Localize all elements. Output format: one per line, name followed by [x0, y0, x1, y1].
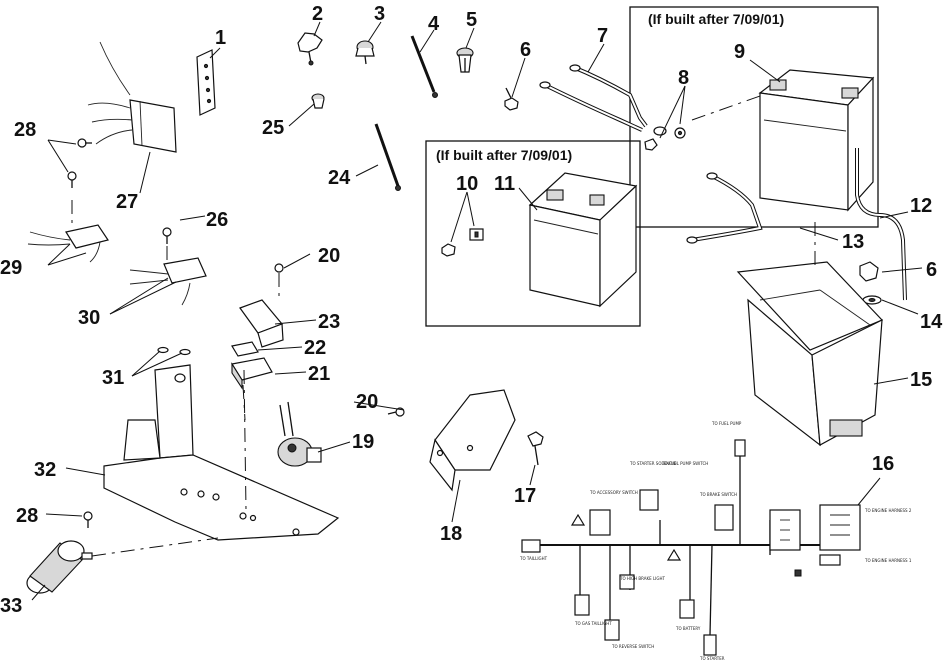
callout-numbers: 1 2 3 4 5 6 7 8 9 10 11 12 13 6 14 15 16…: [0, 3, 943, 617]
part-16-wire-harness: TO ACCESSORY SWITCH TO STARTER SOLENOID …: [519, 421, 912, 661]
callout-28b: 28: [16, 505, 38, 527]
part-14-washer: [862, 295, 882, 305]
callout-20b: 20: [356, 391, 378, 413]
part-31-washers: [157, 346, 191, 356]
callout-16: 16: [872, 453, 894, 475]
callout-1: 1: [215, 27, 226, 49]
callout-8: 8: [678, 67, 689, 89]
callout-23: 23: [318, 311, 340, 333]
part-20-bolt-top: [274, 263, 284, 300]
part-6-bolt-top: [504, 87, 519, 111]
callout-30: 30: [78, 307, 100, 329]
callout-13: 13: [842, 231, 864, 253]
harness-label-engine-2: TO ENGINE HARNESS 2: [864, 508, 912, 513]
callout-12: 12: [910, 195, 932, 217]
part-7-battery-cable: [539, 64, 667, 136]
part-28-screw-top: [67, 138, 92, 188]
part-13-battery-cable-negative: [686, 172, 763, 244]
inset-frame-lower: [425, 140, 641, 327]
part-27-cdi-module: [87, 41, 177, 153]
harness-label-gas-taillight: TO GAS TAILLIGHT: [574, 621, 612, 626]
part-2-clip: [297, 32, 323, 66]
harness-label-starter: TO STARTER: [699, 656, 725, 661]
part-28-screw-bottom: [83, 511, 93, 528]
harness-label-taillight: TO TAILLIGHT: [519, 556, 548, 561]
callout-26: 26: [206, 209, 228, 231]
callout-22: 22: [304, 337, 326, 359]
callout-9: 9: [734, 41, 745, 63]
part-29-regulator: [27, 200, 109, 263]
callout-5: 5: [466, 9, 477, 31]
callout-18: 18: [440, 523, 462, 545]
part-30-relay: [129, 257, 207, 306]
callout-3: 3: [374, 3, 385, 25]
callout-25: 25: [262, 117, 284, 139]
callout-27: 27: [116, 191, 138, 213]
part-12-vent-hose: [855, 148, 907, 301]
callout-2: 2: [312, 3, 323, 25]
callout-29: 29: [0, 257, 22, 279]
callout-11: 11: [494, 173, 515, 195]
harness-label-reverse: TO REVERSE SWITCH: [611, 644, 654, 649]
part-33-capacitor: [26, 537, 219, 594]
harness-label-starter-solenoid: TO STARTER SOLENOID: [629, 461, 677, 466]
part-32-main-bracket: [103, 364, 340, 541]
part-15-battery-box: [736, 261, 884, 447]
harness-label-accessory: TO ACCESSORY SWITCH: [589, 490, 638, 495]
callout-19: 19: [352, 431, 374, 453]
callout-31: 31: [102, 367, 124, 389]
assembly-line-relay: [242, 384, 246, 421]
harness-label-fuel-pump: TO FUEL PUMP: [711, 421, 742, 426]
callout-6b: 6: [926, 259, 937, 281]
part-3-grommet: [355, 40, 375, 65]
callout-28a: 28: [14, 119, 36, 141]
callout-21: 21: [308, 363, 330, 385]
assembly-line-battery: [691, 95, 761, 121]
part-25-grommet: [311, 93, 325, 109]
part-23-bracket: [239, 299, 284, 348]
inset-frame-upper: [629, 6, 879, 228]
part-22-pad: [231, 341, 259, 357]
callout-6a: 6: [520, 39, 531, 61]
harness-label-engine-1: TO ENGINE HARNESS 1: [864, 558, 912, 563]
harness-label-brake-switch: TO BRAKE SWITCH: [699, 492, 737, 497]
part-1-mounting-strip: [196, 49, 216, 116]
callout-15: 15: [910, 369, 932, 391]
callout-20a: 20: [318, 245, 340, 267]
inset-note-upper: (If built after 7/09/01): [648, 11, 784, 27]
callout-14: 14: [920, 311, 943, 333]
part-4-long-bolt: [410, 35, 438, 98]
callout-10: 10: [456, 173, 478, 195]
part-17-screw: [527, 431, 544, 466]
callout-33: 33: [0, 595, 22, 617]
part-5-push-rivet: [456, 47, 474, 73]
inset-note-lower: (If built after 7/09/01): [436, 147, 572, 163]
part-24-hold-down-rod: [374, 123, 401, 191]
harness-label-battery: TO BATTERY: [675, 626, 701, 631]
part-21-starter-relay: [231, 357, 273, 390]
harness-label-fuel-pump-switch: TO FUEL PUMP SWITCH: [661, 461, 708, 466]
callout-17: 17: [514, 485, 536, 507]
part-19-solenoid: [277, 401, 322, 467]
part-10-terminal-hardware: [441, 228, 484, 257]
callout-4: 4: [428, 13, 440, 35]
part-11-battery-lower: [528, 172, 638, 308]
callout-32: 32: [34, 459, 56, 481]
leader-lines: [31, 21, 923, 601]
part-18-cover-panel: [429, 389, 516, 492]
part-6-bolt-right: [859, 261, 879, 282]
part-8-terminal-hardware: [644, 127, 686, 151]
callout-24: 24: [328, 167, 351, 189]
callout-7: 7: [597, 25, 608, 47]
part-9-battery-upper: [758, 69, 875, 212]
harness-label-high-brake: TO HIGH BRAKE LIGHT: [619, 576, 665, 581]
